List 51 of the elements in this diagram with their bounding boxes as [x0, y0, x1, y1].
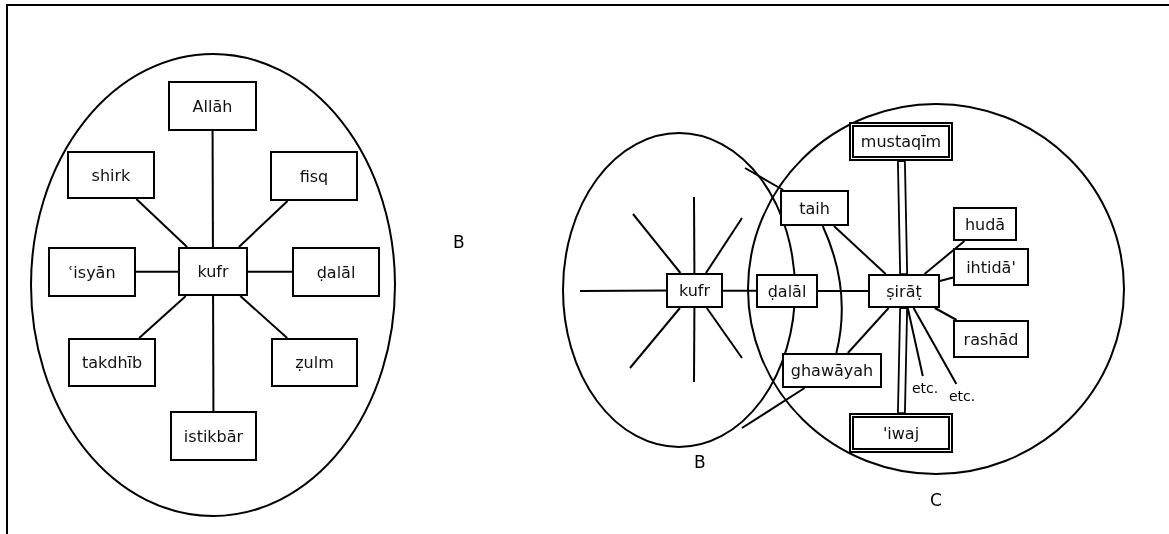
connector-line: [693, 196, 696, 274]
term-box: ʿisyān: [48, 247, 136, 297]
connector-line: [741, 387, 806, 429]
connector-line: [705, 307, 743, 359]
term-box: ṣirāṭ: [868, 274, 940, 308]
connector-line: [239, 295, 289, 339]
term-box: taih: [780, 190, 849, 226]
term-box: kufr: [666, 273, 723, 308]
ellipse-label: C: [930, 490, 942, 510]
connector-line: [744, 167, 785, 191]
connector-line: [693, 307, 696, 383]
term-box: takdhīb: [68, 338, 156, 387]
connector-line: [896, 160, 909, 275]
connector-line: [237, 200, 289, 248]
term-box: istikbār: [170, 411, 257, 461]
term-box: kufr: [178, 247, 248, 296]
term-box: ẓulm: [271, 338, 358, 387]
connector-line: [138, 295, 187, 339]
connector-line: [897, 307, 909, 414]
term-box: 'iwaj: [849, 413, 953, 453]
connector-line: [579, 289, 667, 292]
term-box: rashād: [953, 320, 1029, 358]
connector-line: [211, 130, 214, 248]
connector-line: [212, 295, 215, 412]
term-box: ihtidā': [953, 248, 1029, 286]
ellipse-label: B: [453, 232, 465, 252]
connector-line: [135, 198, 189, 248]
note-text: etc.: [908, 376, 942, 396]
term-box: ḍalāl: [292, 247, 380, 297]
term-box: fisq: [270, 151, 358, 201]
connector-line: [939, 276, 954, 283]
ellipse-label: B: [694, 452, 706, 472]
term-box: mustaqīm: [849, 122, 953, 161]
connector-line: [933, 307, 958, 321]
connector-line: [722, 289, 757, 292]
connector-line: [629, 307, 681, 369]
connector-line: [923, 240, 966, 275]
term-box: hudā: [953, 207, 1017, 241]
term-box: shirk: [67, 151, 155, 199]
connector-line: [846, 307, 890, 354]
connector-line: [704, 217, 743, 274]
term-box: Allāh: [168, 81, 257, 131]
connector-line: [912, 307, 958, 385]
connector-line: [632, 213, 682, 274]
note-text: etc.: [945, 384, 979, 404]
connector-line: [906, 307, 924, 377]
connector-line: [821, 225, 843, 354]
connector-line: [247, 270, 293, 273]
connector-line: [135, 270, 179, 273]
connector-line: [832, 225, 887, 275]
connector-line: [817, 290, 869, 292]
